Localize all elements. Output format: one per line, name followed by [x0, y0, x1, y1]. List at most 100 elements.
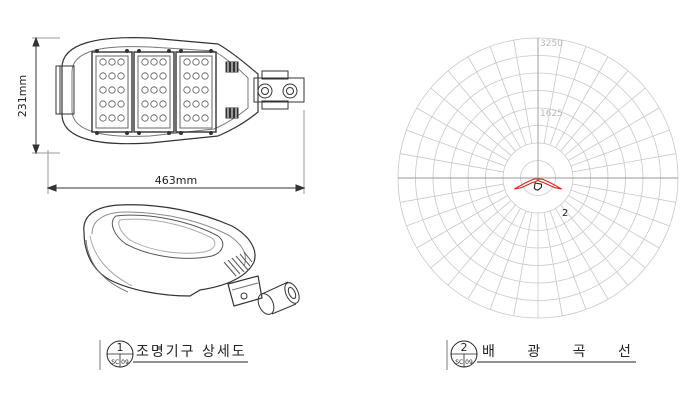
polar-spoke	[467, 208, 521, 300]
polar-spoke	[564, 200, 646, 269]
polar-spoke	[489, 46, 527, 146]
led-dot	[141, 72, 149, 80]
polar-spoke	[447, 204, 516, 286]
led-dot	[141, 100, 149, 108]
led-dot	[108, 58, 116, 66]
width-dimension	[46, 110, 306, 194]
polar-spoke	[489, 210, 527, 310]
led-dot	[99, 100, 107, 108]
polar-chart: 1625325048756500 2	[397, 37, 679, 319]
polar-spoke	[467, 56, 521, 148]
led-dot	[201, 72, 209, 80]
led-dot	[150, 114, 158, 122]
caption-1-number: 1	[117, 341, 124, 354]
led-dot	[159, 86, 167, 94]
led-dot	[159, 58, 167, 66]
polar-spoke	[416, 195, 508, 249]
polar-tick-label: 1625	[540, 109, 563, 119]
polar-spoke	[406, 129, 506, 167]
led-dot	[192, 114, 200, 122]
caption-2-title: 배 광 곡 선	[482, 344, 645, 360]
width-dimension-label: 463mm	[155, 174, 197, 187]
led-dot	[192, 86, 200, 94]
led-dot	[141, 86, 149, 94]
polar-spoke	[560, 70, 629, 152]
led-dot	[99, 72, 107, 80]
polar-spoke	[400, 183, 504, 203]
led-module-3	[175, 51, 217, 133]
led-dot	[99, 58, 107, 66]
led-dot	[150, 100, 158, 108]
led-dot	[192, 72, 200, 80]
led-dot	[108, 86, 116, 94]
led-dot	[99, 114, 107, 122]
polar-curves	[514, 178, 562, 191]
polar-grid	[397, 37, 679, 319]
polar-curve	[514, 178, 562, 190]
polar-spoke	[549, 210, 587, 310]
led-dot	[117, 100, 125, 108]
led-dot	[117, 86, 125, 94]
led-dot	[201, 114, 209, 122]
led-dot	[150, 86, 158, 94]
led-dot	[150, 58, 158, 66]
caption-2-sheet: SC 09	[455, 359, 473, 366]
polar-spoke	[513, 212, 533, 316]
curve-label: 2	[562, 208, 568, 219]
caption-2-number: 2	[461, 341, 468, 354]
polar-radial-ticks: 1625325048756500	[540, 39, 563, 119]
caption-1-sheet: SC 09	[111, 359, 129, 366]
caption-light-distribution: 2 SC 09 배 광 곡 선	[446, 340, 645, 370]
polar-spoke	[564, 87, 646, 156]
polar-spoke	[447, 70, 516, 152]
polar-spoke	[568, 107, 660, 161]
polar-spoke	[572, 183, 676, 203]
polar-spoke	[416, 107, 508, 161]
led-dot	[192, 100, 200, 108]
polar-spoke	[570, 189, 670, 227]
led-dot	[201, 86, 209, 94]
polar-spoke	[430, 87, 512, 156]
height-dimension-label: 231mm	[16, 75, 29, 117]
height-dimension	[32, 36, 60, 155]
polar-spoke	[555, 56, 609, 148]
luminaire-top-view	[55, 37, 305, 145]
led-dot	[108, 114, 116, 122]
luminaire-perspective-view	[83, 204, 300, 315]
led-dot	[183, 100, 191, 108]
led-dot	[108, 72, 116, 80]
caption-detail-drawing: 1 SC 09 조명기구 상세도	[99, 340, 248, 370]
polar-spoke	[572, 153, 676, 173]
polar-tick-label: 3250	[540, 39, 563, 49]
led-dot	[108, 100, 116, 108]
led-dot	[183, 86, 191, 94]
led-dot	[99, 86, 107, 94]
polar-spoke	[400, 153, 504, 173]
led-dot	[183, 114, 191, 122]
led-module-1	[91, 51, 133, 133]
led-dot	[183, 72, 191, 80]
polar-spoke	[568, 195, 660, 249]
led-dot	[201, 58, 209, 66]
led-dot	[192, 58, 200, 66]
polar-spoke	[549, 46, 587, 146]
polar-spoke	[513, 40, 533, 144]
led-dot	[117, 58, 125, 66]
polar-spoke	[570, 129, 670, 167]
polar-spoke	[543, 40, 563, 144]
led-dot	[141, 114, 149, 122]
led-dot	[201, 100, 209, 108]
polar-spoke	[406, 189, 506, 227]
polar-spoke	[555, 208, 609, 300]
led-dot	[183, 58, 191, 66]
polar-spoke	[543, 212, 563, 316]
led-module-2	[133, 51, 175, 133]
led-dot	[117, 72, 125, 80]
caption-1-title: 조명기구 상세도	[136, 344, 247, 360]
polar-spoke	[430, 200, 512, 269]
led-dot	[150, 72, 158, 80]
led-dot	[159, 72, 167, 80]
led-dot	[141, 58, 149, 66]
